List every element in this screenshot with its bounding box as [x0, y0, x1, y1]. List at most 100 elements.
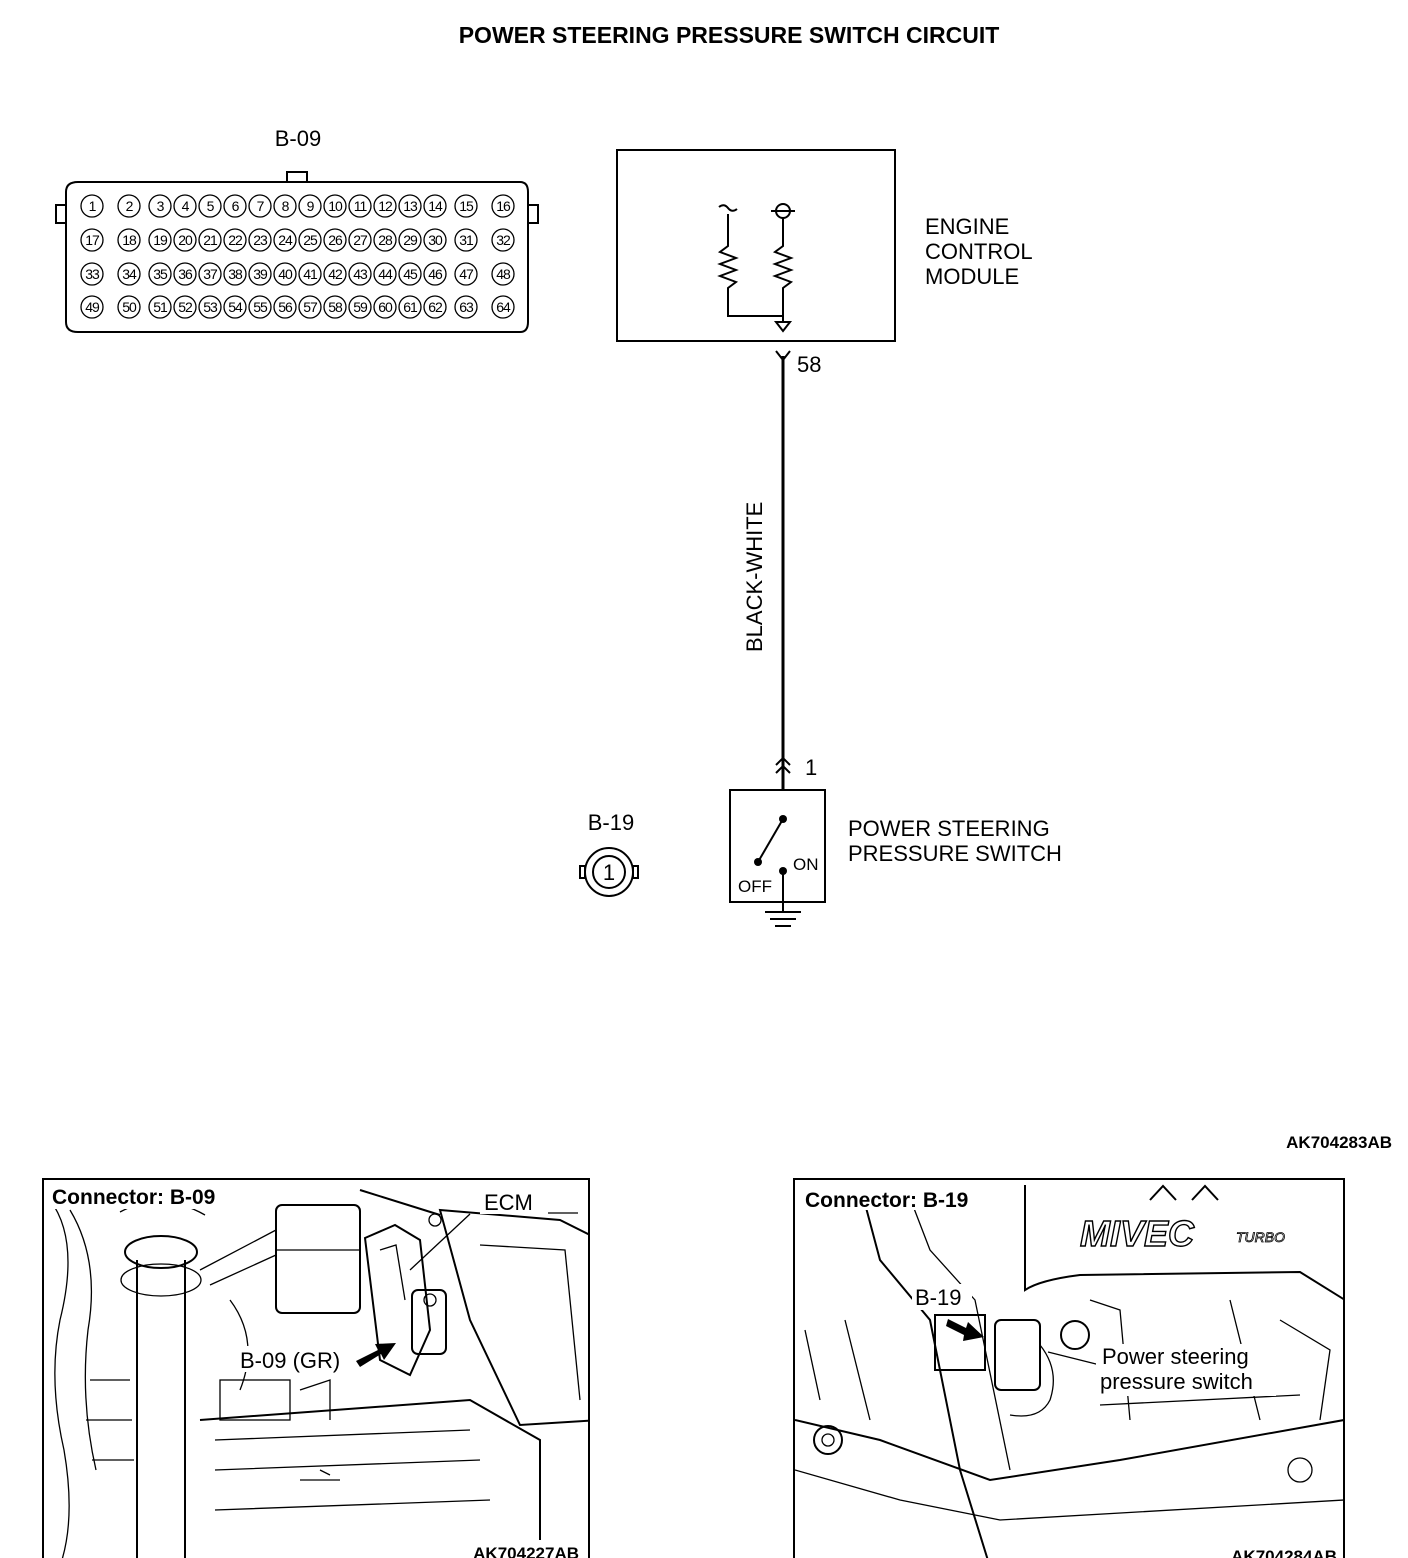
- connector-pin-circle: [398, 228, 422, 252]
- connector-pin-number: 48: [496, 266, 511, 282]
- connector-pin-number: 64: [496, 299, 511, 315]
- connector-pin-number: 50: [122, 299, 137, 315]
- connector-pin-number: 22: [228, 232, 243, 248]
- inset-b19-heading: Connector: B-19: [805, 1189, 968, 1212]
- ecm-label-line-1: ENGINE: [925, 214, 1009, 239]
- connector-pin-number: 46: [428, 266, 443, 282]
- connector-pin-number: 24: [278, 232, 293, 248]
- connector-pin-number: 35: [153, 266, 168, 282]
- connector-pin-number: 10: [328, 198, 343, 214]
- connector-pin-number: 32: [496, 232, 511, 248]
- connector-pin-circle: [423, 194, 447, 218]
- circuit-wire: 58 BLACK-WHITE 1: [742, 350, 821, 790]
- connector-pin-number: 2: [126, 198, 134, 214]
- connector-pin-circle: [273, 295, 297, 319]
- connector-pin-circle: [348, 295, 372, 319]
- inset-b19-callout-connector: B-19: [915, 1285, 961, 1310]
- connector-pin-number: 27: [353, 232, 368, 248]
- ecm-connector-label: B-09: [275, 126, 321, 151]
- connector-pin-number: 20: [178, 232, 193, 248]
- connector-pin-number: 58: [328, 299, 343, 315]
- connector-pin-number: 47: [459, 266, 474, 282]
- connector-pin-number: 55: [253, 299, 268, 315]
- connector-pin-circle: [173, 295, 197, 319]
- connector-pin-number: 31: [459, 232, 474, 248]
- connector-pin-circle: [491, 228, 515, 252]
- inset-b19-callout-switch-line-2: pressure switch: [1100, 1369, 1253, 1394]
- connector-pin-circle: [173, 262, 197, 286]
- connector-pin-number: 59: [353, 299, 368, 315]
- connector-pin-circle: [398, 295, 422, 319]
- connector-pin-number: 18: [122, 232, 137, 248]
- connector-pin-circle: [148, 228, 172, 252]
- engine-control-module: ENGINE CONTROL MODULE: [616, 149, 1033, 342]
- connector-pin-circle: [80, 262, 104, 286]
- connector-pin-number: 11: [354, 198, 368, 214]
- connector-pin-circle: [248, 295, 272, 319]
- inset-b19-callout-switch-line-1: Power steering: [1102, 1344, 1249, 1369]
- connector-pin-circle: [373, 262, 397, 286]
- connector-pin-circle: [491, 295, 515, 319]
- connector-pin-number: 57: [303, 299, 318, 315]
- connector-pin-circle: [373, 194, 397, 218]
- connector-pin-circle: [223, 194, 247, 218]
- connector-pin-number: 25: [303, 232, 318, 248]
- inset-connector-b09: Connector: B-09 ECM B-09 (GR) AK704227AB: [42, 1178, 590, 1558]
- connector-pin-circle: [80, 194, 104, 218]
- connector-pin-number: 38: [228, 266, 243, 282]
- connector-pin-circle: [173, 194, 197, 218]
- connector-pin-circle: [373, 295, 397, 319]
- connector-pin-number: 42: [328, 266, 343, 282]
- connector-pin-number: 29: [403, 232, 418, 248]
- connector-pin-number: 61: [403, 299, 418, 315]
- connector-pin-number: 4: [182, 198, 190, 214]
- connector-pin-number: 33: [85, 266, 100, 282]
- inset-b09-code: AK704227AB: [473, 1544, 579, 1558]
- connector-pin-number: 37: [203, 266, 218, 282]
- connector-pin-number: 14: [428, 198, 443, 214]
- connector-pin-circle: [273, 228, 297, 252]
- connector-pin-number: 8: [282, 198, 290, 214]
- ecm-label-line-3: MODULE: [925, 264, 1019, 289]
- connector-pin-number: 9: [307, 198, 315, 214]
- switch-terminal-number: 1: [805, 755, 817, 780]
- connector-pin-number: 36: [178, 266, 193, 282]
- connector-pin-circle: [348, 228, 372, 252]
- connector-pin-number: 45: [403, 266, 418, 282]
- connector-pin-circle: [223, 262, 247, 286]
- connector-pin-circle: [148, 295, 172, 319]
- connector-pin-number: 5: [207, 198, 215, 214]
- inset-connector-b19: MIVEC TURBO Connector: B-19 B-19: [793, 1178, 1345, 1558]
- switch-off-label: OFF: [738, 877, 772, 896]
- connector-pin-circle: [454, 194, 478, 218]
- inset-b09-callout-connector: B-09 (GR): [240, 1348, 340, 1373]
- connector-pin-number: 28: [378, 232, 393, 248]
- connector-pin-circle: [323, 295, 347, 319]
- connector-pin-circle: [423, 262, 447, 286]
- connector-pin-circle: [117, 295, 141, 319]
- connector-pin-circle: [398, 194, 422, 218]
- switch-label-line-1: POWER STEERING: [848, 816, 1050, 841]
- inset-b19-code: AK704284AB: [1231, 1547, 1337, 1558]
- connector-pin-circle: [298, 194, 322, 218]
- connector-pin-number: 40: [278, 266, 293, 282]
- connector-pin-circle: [223, 228, 247, 252]
- connector-pin-circle: [248, 228, 272, 252]
- connector-pin-circle: [198, 262, 222, 286]
- connector-pin-number: 39: [253, 266, 268, 282]
- switch-connector-pin: 1: [603, 860, 615, 885]
- engine-bay-illustration-b09: [49, 1189, 588, 1558]
- connector-pin-circle: [173, 228, 197, 252]
- ecm-label-line-2: CONTROL: [925, 239, 1033, 264]
- connector-pin-number: 6: [232, 198, 240, 214]
- connector-pin-circle: [298, 262, 322, 286]
- switch-connector-face: B-19 1: [579, 810, 639, 897]
- connector-pin-circle: [117, 194, 141, 218]
- connector-pin-number: 54: [228, 299, 243, 315]
- connector-pin-circle: [298, 295, 322, 319]
- mivec-logo: MIVEC: [1080, 1213, 1195, 1254]
- connector-pin-circle: [398, 262, 422, 286]
- connector-pin-number: 7: [257, 198, 265, 214]
- connector-pin-circle: [198, 295, 222, 319]
